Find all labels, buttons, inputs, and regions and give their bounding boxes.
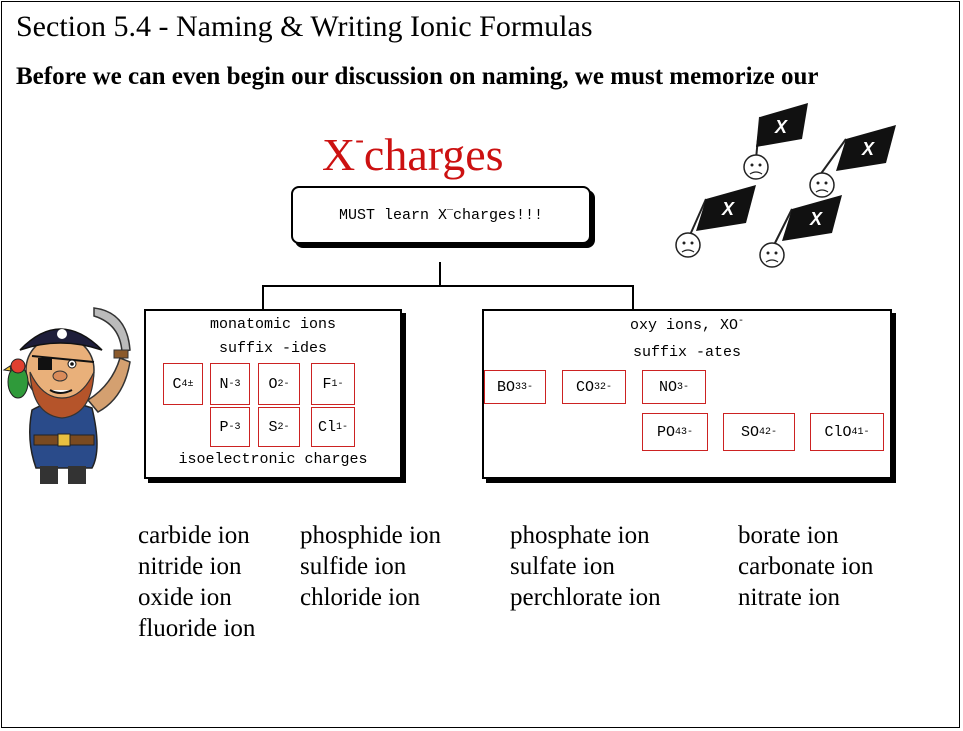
big-title-rest: charges [363,129,504,180]
ion-name: nitrate ion [738,584,841,611]
big-title-base: X [322,129,356,180]
svg-text:X: X [774,117,788,137]
oxy-header-1: oxy ions, XO- [629,316,745,334]
x-flag-icon: X [759,195,842,268]
callout-before: MUST learn X [338,206,447,224]
ion-name: carbonate ion [738,553,874,580]
oxy-header-2: suffix -ates [632,344,742,361]
ion-name: perchlorate ion [510,584,661,611]
pirate-clipart-icon [2,307,131,484]
ion-name: oxide ion [138,584,232,611]
big-title: X-charges [322,124,504,181]
ion-P: P-3 [210,407,250,447]
x-flag-icon: X [675,185,756,258]
ion-name: phosphide ion [300,522,441,549]
svg-text:X: X [861,139,875,159]
monatomic-footer: isoelectronic charges [178,451,368,468]
ion-names-col3: phosphate ion sulfate ion perchlorate io… [510,520,661,613]
monatomic-header-2: suffix -ides [218,340,328,357]
ion-name: borate ion [738,522,839,549]
slide-title: Section 5.4 - Naming & Writing Ionic For… [16,10,593,43]
tree-stem [439,262,441,286]
tree-right-drop [632,285,634,310]
svg-text:X: X [809,209,823,229]
ion-name: fluoride ion [138,615,256,642]
ion-name: sulfate ion [510,553,615,580]
ion-name: carbide ion [138,522,250,549]
callout-after: charges!!! [453,206,544,224]
ion-name: phosphate ion [510,522,650,549]
ion-name: chloride ion [300,584,421,611]
x-flag-icon: X [809,125,896,198]
ion-names-col1: carbide ion nitride ion oxide ion fluori… [138,520,255,644]
big-title-sup: - [355,124,364,154]
callout-sup: ¯ [447,209,454,221]
x-flag-icon: X [743,103,808,180]
ion-N: N-3 [210,363,250,405]
ion-names-col2: phosphide ion sulfide ion chloride ion [300,520,441,613]
tree-left-drop [262,285,264,310]
ion-name: sulfide ion [300,553,407,580]
slide-subtitle: Before we can even begin our discussion … [16,63,819,90]
svg-text:X: X [721,199,735,219]
callout-box: MUST learn X¯ charges!!! [291,186,591,244]
ion-name: nitride ion [138,553,242,580]
tree-branch [262,285,634,287]
monatomic-header-1: monatomic ions [209,316,337,333]
ion-names-col4: borate ion carbonate ion nitrate ion [738,520,873,613]
x-flag-clipart-icon: X X X X [675,103,896,268]
